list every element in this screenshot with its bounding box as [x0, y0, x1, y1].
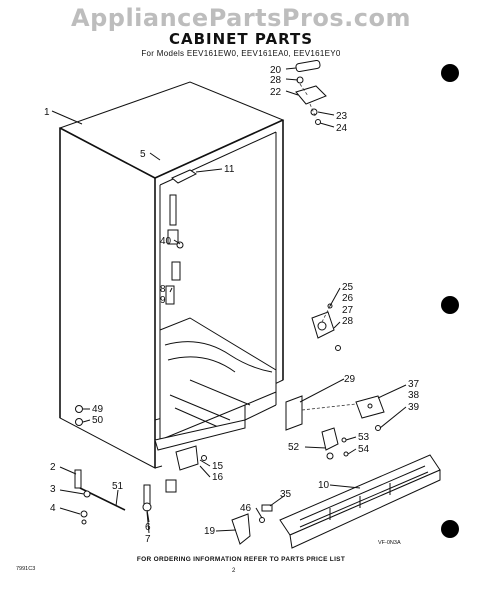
callout-1: 1: [44, 107, 50, 118]
callout-39: 39: [408, 402, 420, 413]
parts-49-50: [75, 405, 83, 426]
callout-19: 19: [204, 526, 216, 537]
bracket-52: [321, 427, 349, 460]
footer-note: FOR ORDERING INFORMATION REFER TO PARTS …: [136, 556, 346, 563]
page-code: 7991C3: [16, 566, 36, 572]
callout-4: 4: [50, 503, 56, 514]
callout-40: 40: [160, 236, 172, 247]
punch-hole-top: [441, 64, 459, 82]
callout-25: 25: [342, 282, 354, 293]
callout-49: 49: [92, 404, 104, 415]
callout-5: 5: [140, 149, 146, 160]
callout-15: 15: [212, 461, 224, 472]
callout-46: 46: [240, 503, 252, 514]
callout-54: 54: [358, 444, 370, 455]
model-list: For Models EEV161EW0, EEV161EA0, EEV161E…: [141, 49, 341, 58]
callout-29: 29: [344, 374, 356, 385]
punch-hole-middle: [441, 296, 459, 314]
leader-lines: [51, 67, 407, 534]
callout-16: 16: [212, 472, 224, 483]
callout-23: 23: [336, 111, 348, 122]
callout-2: 2: [50, 462, 56, 473]
cabinet-shell: [58, 81, 285, 469]
callout-26: 26: [342, 293, 354, 304]
page-number: 2: [232, 568, 236, 574]
callout-11: 11: [224, 164, 235, 175]
callout-22: 22: [270, 87, 282, 98]
middle-hinge-parts: [311, 303, 341, 351]
page-title: CABINET PARTS: [168, 30, 314, 48]
callout-50: 50: [92, 415, 104, 426]
caster-parts: [165, 445, 207, 493]
callout-3: 3: [50, 484, 56, 495]
callout-28a: 28: [270, 75, 282, 86]
callout-24: 24: [336, 123, 348, 134]
callout-28b: 28: [342, 316, 354, 327]
callout-53: 53: [358, 432, 370, 443]
callout-6: 6: [145, 522, 151, 533]
punch-hole-bottom: [441, 520, 459, 538]
callout-7: 7: [145, 534, 151, 545]
callout-27: 27: [342, 305, 354, 316]
callout-9: 9: [160, 295, 166, 306]
callout-52: 52: [288, 442, 300, 453]
toe-grille: [279, 454, 441, 549]
watermark: AppliancePartsPros.com: [71, 4, 411, 32]
figure-ref-code: VF-0N3A: [378, 540, 401, 546]
callout-10: 10: [318, 480, 330, 491]
callout-35: 35: [280, 489, 292, 500]
callout-51: 51: [112, 481, 124, 492]
callout-labels: 1 5 11 40 8 9 20 28 22 23 24 25 26 27 28…: [44, 65, 420, 545]
top-hinge-parts: [295, 59, 327, 125]
callout-20: 20: [270, 65, 282, 76]
leveler-parts: [74, 469, 152, 525]
grille-clips: [231, 504, 273, 545]
callout-8: 8: [160, 284, 166, 295]
callout-38: 38: [408, 390, 420, 401]
callout-37: 37: [408, 379, 420, 390]
